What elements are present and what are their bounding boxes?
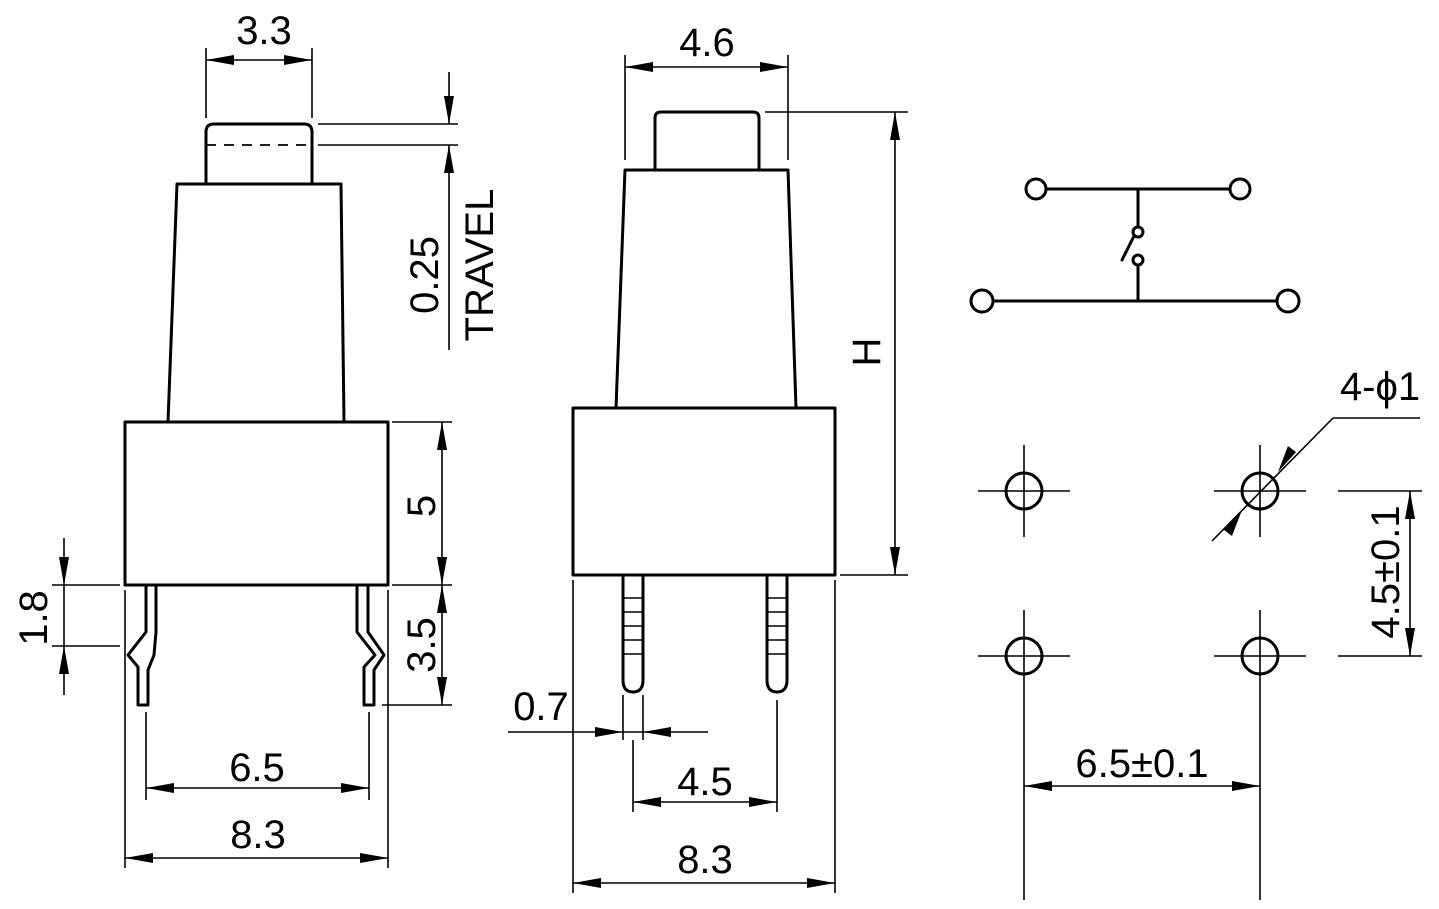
travel-value-label: 0.25 — [403, 236, 447, 314]
front-cap-width-label: 4.6 — [679, 21, 735, 65]
front-cap — [653, 110, 761, 172]
front-body-width-label: 8.3 — [677, 838, 733, 882]
hole-top-left — [978, 445, 1070, 537]
side-cap-width-label: 3.3 — [236, 9, 292, 53]
dim-height: H — [765, 111, 908, 576]
side-body-height-label: 5 — [400, 495, 444, 517]
side-stem — [166, 182, 346, 424]
dim-horizontal-pitch: 6.5±0.1 — [1024, 742, 1260, 791]
switch-schematic — [969, 177, 1301, 314]
front-pin-right — [765, 575, 789, 694]
lead-length-label: 3.5 — [400, 617, 444, 673]
side-lead-left — [126, 585, 158, 707]
lead-spacing-label: 6.5 — [229, 746, 285, 790]
dim-pin-width: 0.7 — [508, 685, 708, 740]
travel-text-label: TRAVEL — [458, 189, 502, 342]
hole-bottom-left — [978, 610, 1070, 900]
front-view: 4.6 H 0.7 4.5 — [508, 21, 908, 893]
dim-vertical-pitch: 4.5±0.1 — [1338, 490, 1422, 657]
dim-lead-spacing: 6.5 — [145, 712, 370, 800]
side-body-width-label: 8.3 — [230, 813, 286, 857]
pcb-footprint: 4-ϕ1 4.5±0.1 6.5±0.1 — [978, 365, 1422, 900]
pin-width-label: 0.7 — [513, 685, 569, 729]
dim-lead-length: 3.5 — [382, 585, 452, 706]
front-housing — [571, 406, 837, 577]
side-view: 3.3 0.25 TRAVEL 5 — [12, 9, 502, 868]
hole-bottom-right — [1214, 610, 1306, 900]
dim-front-body-width: 8.3 — [572, 580, 836, 893]
contact-upper — [1131, 225, 1145, 239]
vertical-pitch-label: 4.5±0.1 — [1364, 505, 1408, 638]
dim-pin-spacing: 4.5 — [632, 700, 778, 812]
dim-cap-width: 3.3 — [205, 9, 313, 118]
hole-top-right — [1214, 445, 1306, 537]
hole-diameter-label: 4-ϕ1 — [1340, 365, 1420, 409]
dim-travel: 0.25 TRAVEL — [318, 72, 502, 350]
height-label: H — [845, 338, 889, 367]
side-housing — [123, 420, 390, 587]
pin-spacing-label: 4.5 — [677, 760, 733, 804]
contact-lower — [1131, 253, 1145, 267]
lead-offset-label: 1.8 — [12, 590, 56, 646]
dim-lead-offset: 1.8 — [12, 538, 120, 695]
front-pin-left — [621, 575, 645, 694]
side-cap — [204, 122, 314, 186]
dim-body-height: 5 — [392, 421, 452, 586]
terminal-bottom-left — [969, 288, 995, 314]
front-stem — [614, 168, 798, 410]
dim-side-body-width: 8.3 — [124, 590, 389, 868]
side-lead-right — [355, 585, 386, 707]
dim-front-cap-width: 4.6 — [624, 21, 789, 160]
dim-hole-diameter: 4-ϕ1 — [1211, 365, 1420, 542]
horizontal-pitch-label: 6.5±0.1 — [1075, 742, 1208, 786]
terminal-bottom-right — [1275, 288, 1301, 314]
terminal-top-right — [1228, 177, 1252, 201]
terminal-top-left — [1024, 177, 1048, 201]
